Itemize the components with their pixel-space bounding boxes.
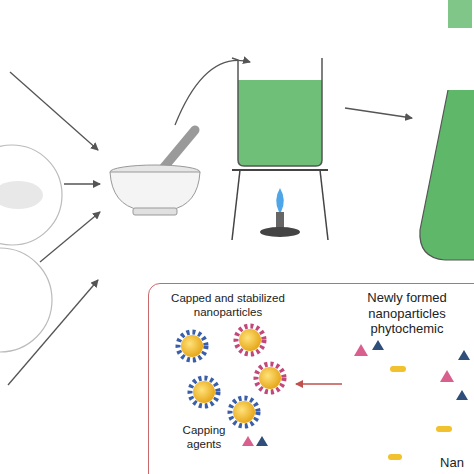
text-label: Newly formed nanoparticles phytochemic	[339, 290, 474, 337]
process-arrow	[296, 383, 342, 384]
nanoparticles	[178, 326, 284, 426]
text-label: Nan	[432, 455, 472, 471]
group-box: Capped and stabilized nanoparticles Newly…	[148, 283, 474, 474]
plant-material	[0, 145, 62, 352]
mortar-pestle	[110, 130, 200, 215]
text-label: Capped and stabilized nanoparticles	[153, 292, 303, 320]
flow-arrows	[8, 60, 412, 385]
text-label: Capping agents	[169, 424, 239, 452]
phytochemicals	[242, 340, 470, 460]
beaker-burner	[232, 58, 328, 240]
flask	[420, 0, 474, 260]
